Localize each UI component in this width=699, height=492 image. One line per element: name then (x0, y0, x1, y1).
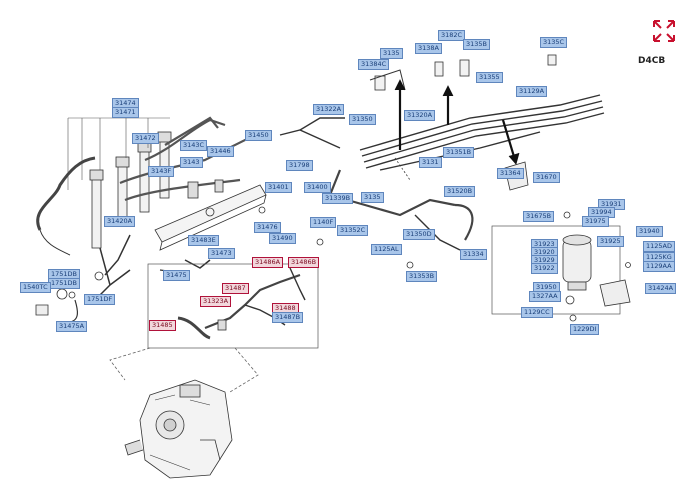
part-label[interactable]: 31487B (272, 312, 304, 323)
fuel-rail-and-injectors (35, 116, 324, 323)
hose-detail-inset (109, 263, 319, 393)
fuel-filter-assembly (491, 211, 631, 322)
part-label[interactable]: 3135 (361, 192, 384, 203)
part-label[interactable]: 1129AA (643, 261, 675, 272)
part-label[interactable]: 31475 (163, 270, 190, 281)
part-label[interactable]: 3131 (419, 157, 442, 168)
part-label[interactable]: 1327AA (529, 291, 561, 302)
part-label[interactable]: 31364 (497, 168, 524, 179)
part-label[interactable]: 3143 (180, 157, 203, 168)
engine-code-label: D4CB (638, 56, 666, 66)
part-label[interactable]: 31675B (523, 211, 555, 222)
part-label[interactable]: 31798 (286, 160, 313, 171)
part-label[interactable]: 1751DF (84, 294, 116, 305)
part-label[interactable]: 31520B (444, 186, 476, 197)
part-label[interactable]: 31975 (582, 216, 609, 227)
part-label[interactable]: 31320A (404, 110, 436, 121)
part-label[interactable]: 31420A (104, 216, 136, 227)
part-label[interactable]: 3182C (438, 30, 466, 41)
part-label[interactable]: 1125AL (371, 244, 402, 255)
part-label[interactable]: 31401 (265, 182, 292, 193)
part-label[interactable]: 31476 (254, 222, 281, 233)
part-label[interactable]: 3143C (180, 140, 208, 151)
part-label[interactable]: 31471 (112, 107, 139, 118)
part-label[interactable]: 3138A (415, 43, 442, 54)
part-label[interactable]: 31473 (208, 248, 235, 259)
part-label-highlighted[interactable]: 31486B (288, 257, 320, 268)
part-label[interactable]: 31472 (132, 133, 159, 144)
expand-arrows-icon[interactable] (651, 18, 677, 44)
part-label[interactable]: 31475A (56, 321, 88, 332)
part-label[interactable]: 31450 (245, 130, 272, 141)
part-label[interactable]: 3135C (540, 37, 568, 48)
part-label[interactable]: 31322A (313, 104, 345, 115)
high-pressure-pump (124, 379, 233, 479)
part-label[interactable]: 31355 (476, 72, 503, 83)
part-label[interactable]: 31940 (636, 226, 663, 237)
part-label-highlighted[interactable]: 31485 (149, 320, 176, 331)
part-label[interactable]: 1229DI (570, 324, 600, 335)
part-label[interactable]: 31424A (645, 283, 677, 294)
part-label[interactable]: 31446 (207, 146, 234, 157)
part-label[interactable]: 31334 (460, 249, 487, 260)
part-label[interactable]: 31350D (403, 229, 435, 240)
part-label[interactable]: 3143F (148, 166, 175, 177)
part-label[interactable]: 31352C (337, 225, 369, 236)
part-label[interactable]: 31490 (269, 233, 296, 244)
part-label[interactable]: 31384C (358, 59, 390, 70)
part-label-highlighted[interactable]: 31323A (200, 296, 232, 307)
part-label[interactable]: 31483E (188, 235, 219, 246)
part-label[interactable]: 1129CC (521, 307, 553, 318)
part-label-highlighted[interactable]: 31486A (252, 257, 284, 268)
part-label[interactable]: 1540TC (20, 282, 51, 293)
part-label[interactable]: 31353B (406, 271, 438, 282)
return-lines-assembly (279, 54, 605, 269)
part-label[interactable]: 1125AD (643, 241, 675, 252)
part-label[interactable]: 31129A (516, 86, 548, 97)
part-label[interactable]: 31350 (349, 114, 376, 125)
part-label[interactable]: 31339B (322, 193, 354, 204)
part-label[interactable]: 3135 (380, 48, 403, 59)
part-label[interactable]: 31670 (533, 172, 560, 183)
part-label[interactable]: 1751DB (48, 278, 81, 289)
part-label-highlighted[interactable]: 31487 (222, 283, 249, 294)
part-label[interactable]: 31400 (304, 182, 331, 193)
part-label[interactable]: 1140F (310, 217, 337, 228)
part-label[interactable]: 3135B (463, 39, 491, 50)
part-label[interactable]: 31925 (597, 236, 624, 247)
part-label[interactable]: 31922 (531, 263, 558, 274)
part-label[interactable]: 31351B (443, 147, 475, 158)
